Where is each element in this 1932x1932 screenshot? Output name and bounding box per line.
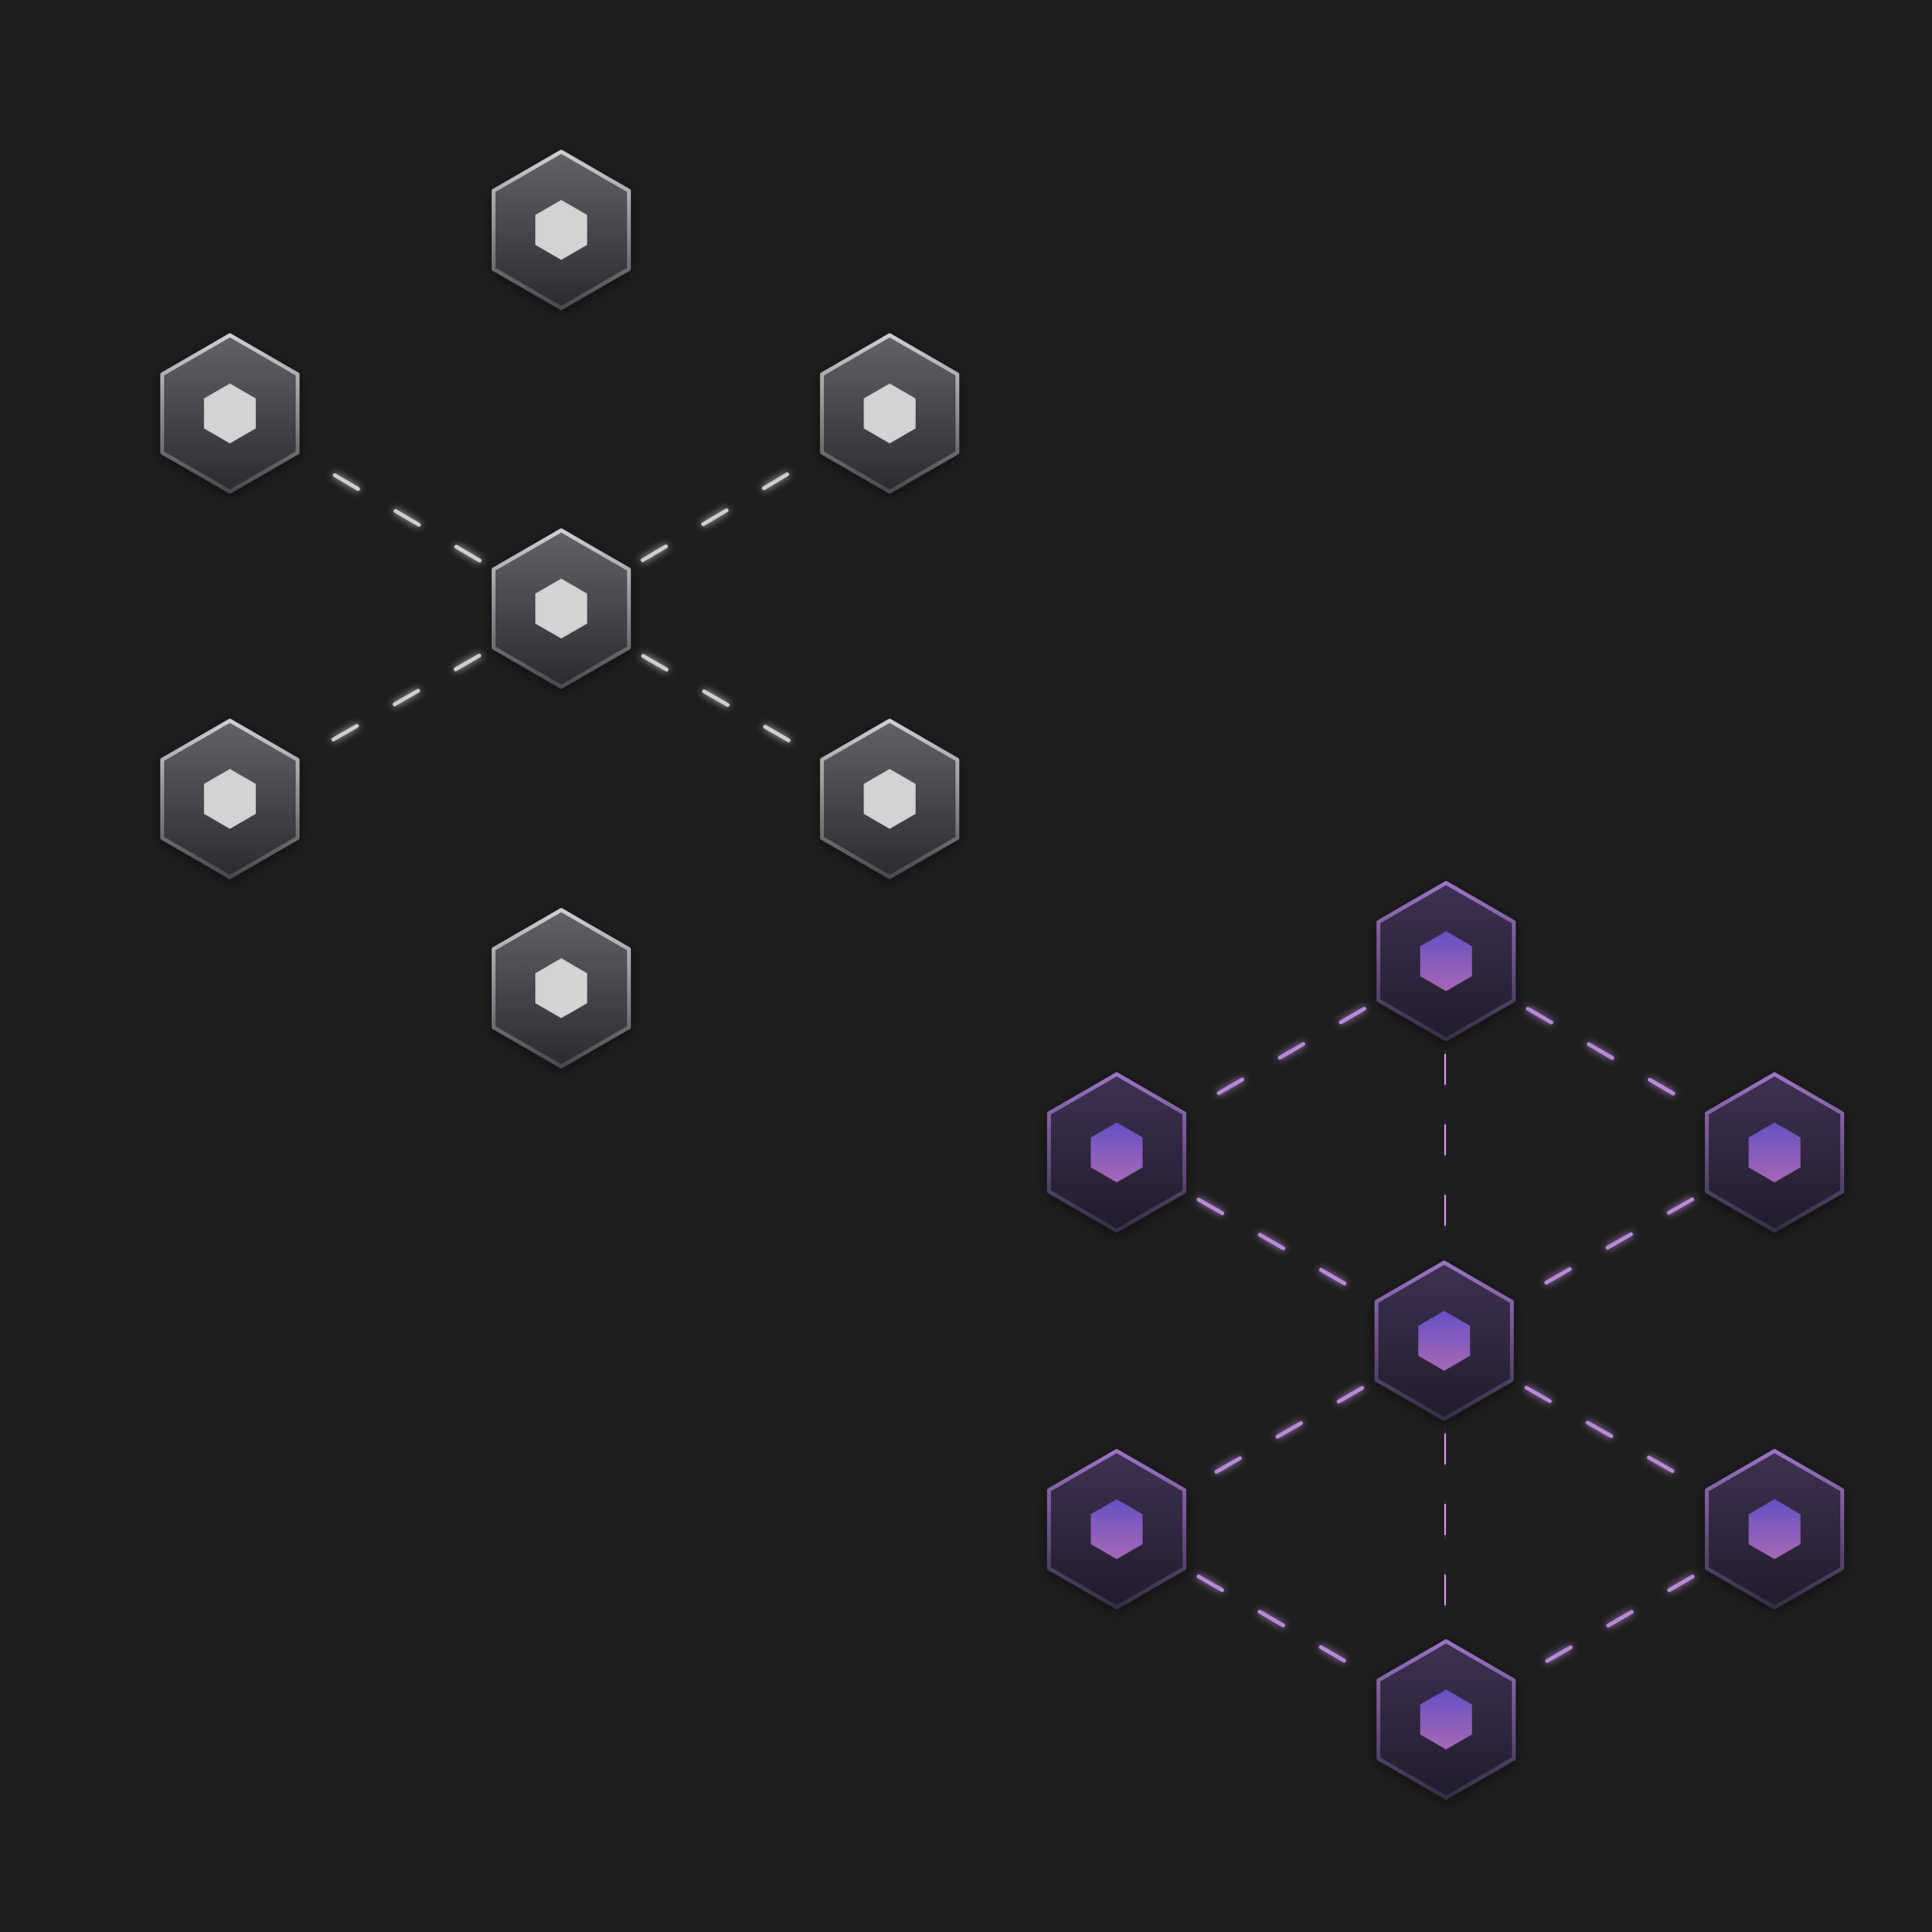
mesh-node-upper-right-hexagon-node-icon[interactable] [1704,1072,1845,1236]
hexagon-core-icon [1091,1499,1143,1559]
hexagon-core-icon [1420,1690,1472,1749]
mesh-node-upper-left-hexagon-node-icon[interactable] [1046,1072,1187,1236]
mesh-network [1046,881,1845,1803]
star-node-center-hexagon-node-icon[interactable] [491,528,632,692]
star-node-bottom-hexagon-node-icon[interactable] [491,908,632,1071]
star-link-center-lower-left [303,649,488,758]
hexagon-core-icon [204,384,256,443]
star-link-center-upper-left [302,455,489,567]
mesh-link-top-center [1442,1046,1448,1256]
hexagon-core-icon [1091,1122,1143,1182]
mesh-node-bottom-hexagon-node-icon[interactable] [1376,1639,1517,1803]
hexagon-core-icon [535,958,587,1018]
star-node-upper-right-hexagon-node-icon[interactable] [819,333,960,497]
hexagon-core-icon [204,769,256,829]
star-link-center-upper-right [634,456,817,566]
star-node-lower-right-hexagon-node-icon[interactable] [819,719,960,882]
hexagon-core-icon [1748,1499,1801,1559]
star-network-links [302,315,817,903]
hexagon-core-icon [1748,1122,1801,1182]
mesh-node-top-hexagon-node-icon[interactable] [1376,881,1517,1044]
mesh-link-top-upper-left [1189,1003,1374,1111]
star-node-lower-left-hexagon-node-icon[interactable] [159,719,300,882]
hexagon-core-icon [535,200,587,260]
star-network [159,150,960,1071]
mesh-link-lower-left-bottom [1189,1571,1374,1678]
star-node-upper-left-hexagon-node-icon[interactable] [159,333,300,497]
mesh-link-top-upper-right [1519,1003,1702,1111]
hexagon-core-icon [1418,1311,1470,1371]
star-link-center-lower-right [634,650,817,757]
mesh-node-lower-left-hexagon-node-icon[interactable] [1046,1449,1187,1612]
mesh-link-upper-left-center [1190,1193,1371,1300]
mesh-link-center-bottom [1442,1426,1448,1634]
mesh-link-lower-right-bottom [1519,1571,1702,1678]
mesh-link-center-lower-right [1518,1381,1701,1489]
mesh-link-center-lower-left [1190,1381,1371,1489]
star-network-nodes [159,150,960,1071]
mesh-link-upper-right-center [1518,1193,1701,1300]
hexagon-core-icon [535,579,587,639]
mesh-network-links [1115,1003,1776,1678]
mesh-network-nodes [1046,881,1845,1803]
hexagon-core-icon [864,384,916,443]
hexagon-core-icon [864,769,916,829]
mesh-node-center-hexagon-node-icon[interactable] [1374,1261,1515,1424]
mesh-node-lower-right-hexagon-node-icon[interactable] [1704,1449,1845,1612]
hexagon-core-icon [1420,931,1472,991]
star-node-top-hexagon-node-icon[interactable] [491,150,632,313]
